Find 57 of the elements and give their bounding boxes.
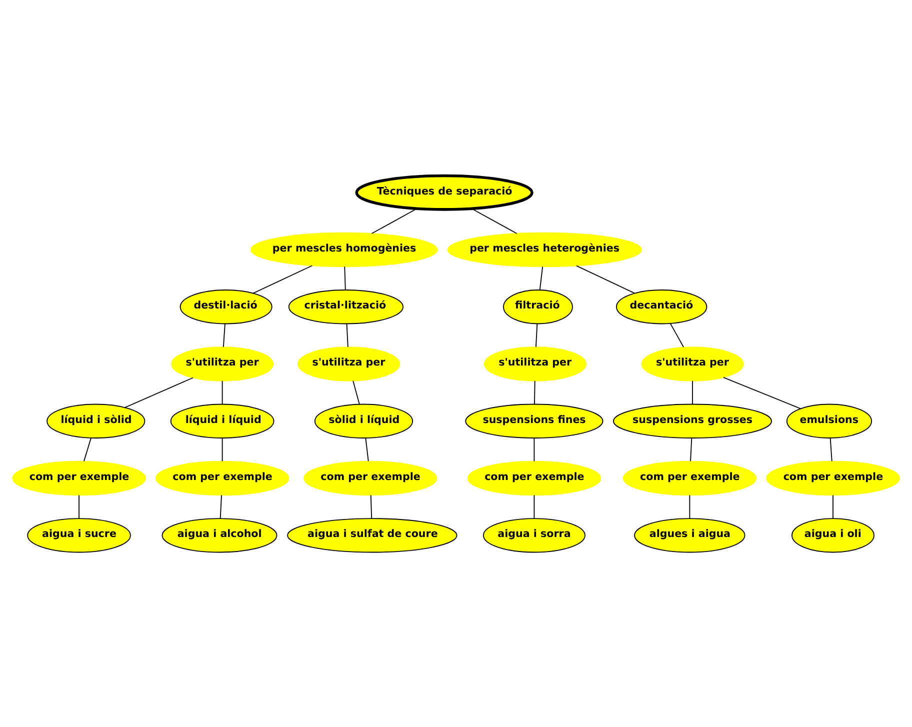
node-ellipse: s'utilitza per <box>171 346 274 381</box>
node-ellipse: com per exemple <box>12 460 146 496</box>
connector <box>692 380 693 404</box>
connector <box>78 494 80 518</box>
node-ellipse: destil·lació <box>180 289 272 324</box>
connector <box>346 322 348 347</box>
connector <box>371 208 418 234</box>
node-ellipse: líquid i sòlid <box>46 403 146 438</box>
node-ellipse: s'utilitza per <box>641 346 744 381</box>
node-ellipse: per mescles heterogènies <box>447 232 642 267</box>
connector <box>220 494 222 518</box>
node-ellipse: com per exemple <box>467 460 602 496</box>
connector <box>365 437 369 462</box>
connector <box>222 437 223 462</box>
node-ellipse: com per exemple <box>303 460 438 496</box>
connector <box>690 437 692 462</box>
node-ellipse: suspensions grosses <box>613 403 772 438</box>
node-ellipse: com per exemple <box>622 460 757 496</box>
connector <box>670 322 684 348</box>
connector <box>471 208 518 234</box>
connector <box>576 264 636 294</box>
connector <box>124 376 194 408</box>
connector <box>534 380 536 404</box>
connector <box>534 437 535 462</box>
connector <box>534 494 535 518</box>
node-ellipse: s'utilitza per <box>298 346 400 381</box>
node-ellipse: emulsions <box>786 403 872 438</box>
node-ellipse: sòlid i líquid <box>314 403 414 438</box>
connector <box>222 322 226 347</box>
connector <box>689 494 690 518</box>
connector <box>723 376 802 409</box>
node-ellipse: algues i aigua <box>634 518 746 552</box>
connector <box>535 322 538 347</box>
connector <box>344 266 346 290</box>
node-ellipse: aigua i sorra <box>482 518 586 552</box>
node-ellipse: per mescles homogènies <box>250 232 438 267</box>
node-ellipse: filtració <box>502 289 573 324</box>
node-ellipse: cristal·lització <box>288 289 404 324</box>
connector <box>539 266 544 290</box>
node-ellipse: suspensions fines <box>465 403 604 438</box>
node-ellipse: s'utilitza per <box>484 346 586 381</box>
node-ellipse: Tècniques de separació <box>355 174 534 210</box>
connector <box>222 380 223 404</box>
node-ellipse: com per exemple <box>766 460 900 496</box>
connector <box>830 437 832 462</box>
node-ellipse: decantació <box>616 289 708 324</box>
node-ellipse: aigua i sulfat de coure <box>287 518 458 552</box>
connector <box>370 494 372 518</box>
connector <box>352 380 360 404</box>
node-ellipse: com per exemple <box>155 460 290 496</box>
connector <box>832 494 834 518</box>
node-ellipse: aigua i sucre <box>27 518 131 552</box>
connector <box>252 264 313 294</box>
node-ellipse: líquid i líquid <box>170 403 274 438</box>
connector <box>83 437 92 462</box>
node-ellipse: aigua i alcohol <box>162 518 278 552</box>
node-ellipse: aigua i oli <box>791 518 874 552</box>
